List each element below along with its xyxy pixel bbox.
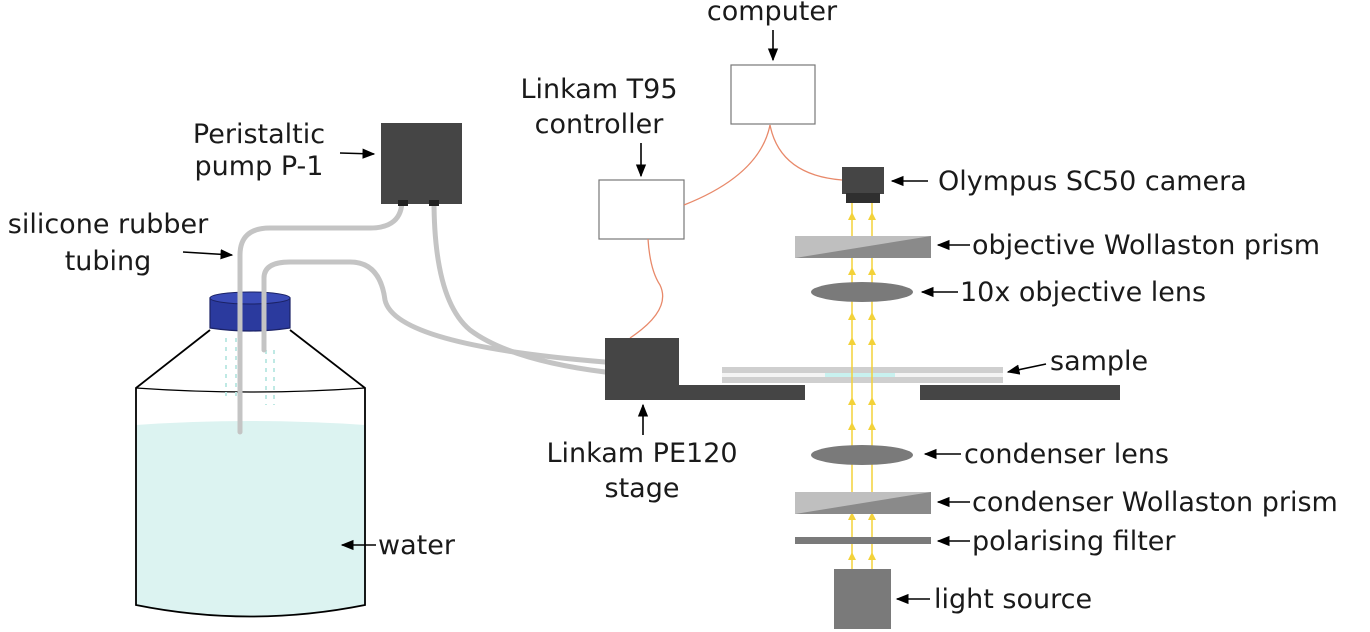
label-condenser-lens: condenser lens bbox=[964, 439, 1169, 470]
light-source bbox=[834, 569, 891, 629]
label-pump-line2: pump P-1 bbox=[195, 151, 324, 182]
objective-lens bbox=[811, 282, 913, 302]
label-linkam-t95-line1: Linkam T95 bbox=[520, 74, 677, 105]
sample-slide bbox=[722, 367, 1003, 383]
label-condenser-prism: condenser Wollaston prism bbox=[972, 487, 1338, 518]
water-bottle bbox=[135, 291, 366, 618]
label-linkam-t95-line2: controller bbox=[535, 109, 665, 140]
controller-box bbox=[598, 179, 685, 240]
silicone-tubing bbox=[237, 197, 608, 435]
bottle-outline bbox=[135, 329, 366, 618]
label-tubing-line2: tubing bbox=[65, 246, 152, 277]
computer-box bbox=[730, 64, 816, 125]
label-light-source: light source bbox=[934, 584, 1092, 615]
data-cables bbox=[629, 124, 843, 339]
condenser-wollaston-prism bbox=[795, 492, 931, 514]
bottle-cap bbox=[209, 297, 291, 332]
label-tubing-line1: silicone rubber bbox=[8, 209, 209, 240]
label-stage-line1: Linkam PE120 bbox=[546, 438, 737, 469]
label-stage-line2: stage bbox=[605, 473, 680, 504]
label-pump-line1: Peristaltic bbox=[193, 119, 325, 150]
label-computer: computer bbox=[707, 0, 838, 27]
water-drips bbox=[225, 338, 275, 405]
condenser-lens bbox=[811, 445, 913, 465]
label-camera: Olympus SC50 camera bbox=[938, 166, 1247, 197]
water-fill bbox=[136, 421, 365, 617]
label-objective-lens: 10x objective lens bbox=[960, 277, 1206, 308]
camera bbox=[842, 167, 884, 203]
label-polarising-filter: polarising filter bbox=[972, 526, 1176, 557]
linkam-stage bbox=[605, 338, 1120, 400]
polarising-filter bbox=[795, 537, 931, 544]
pointer-arrows bbox=[182, 30, 1047, 605]
label-sample: sample bbox=[1050, 346, 1148, 377]
label-objective-prism: objective Wollaston prism bbox=[972, 230, 1320, 261]
objective-wollaston-prism bbox=[795, 236, 931, 258]
peristaltic-pump bbox=[381, 123, 462, 206]
label-water: water bbox=[378, 530, 456, 561]
